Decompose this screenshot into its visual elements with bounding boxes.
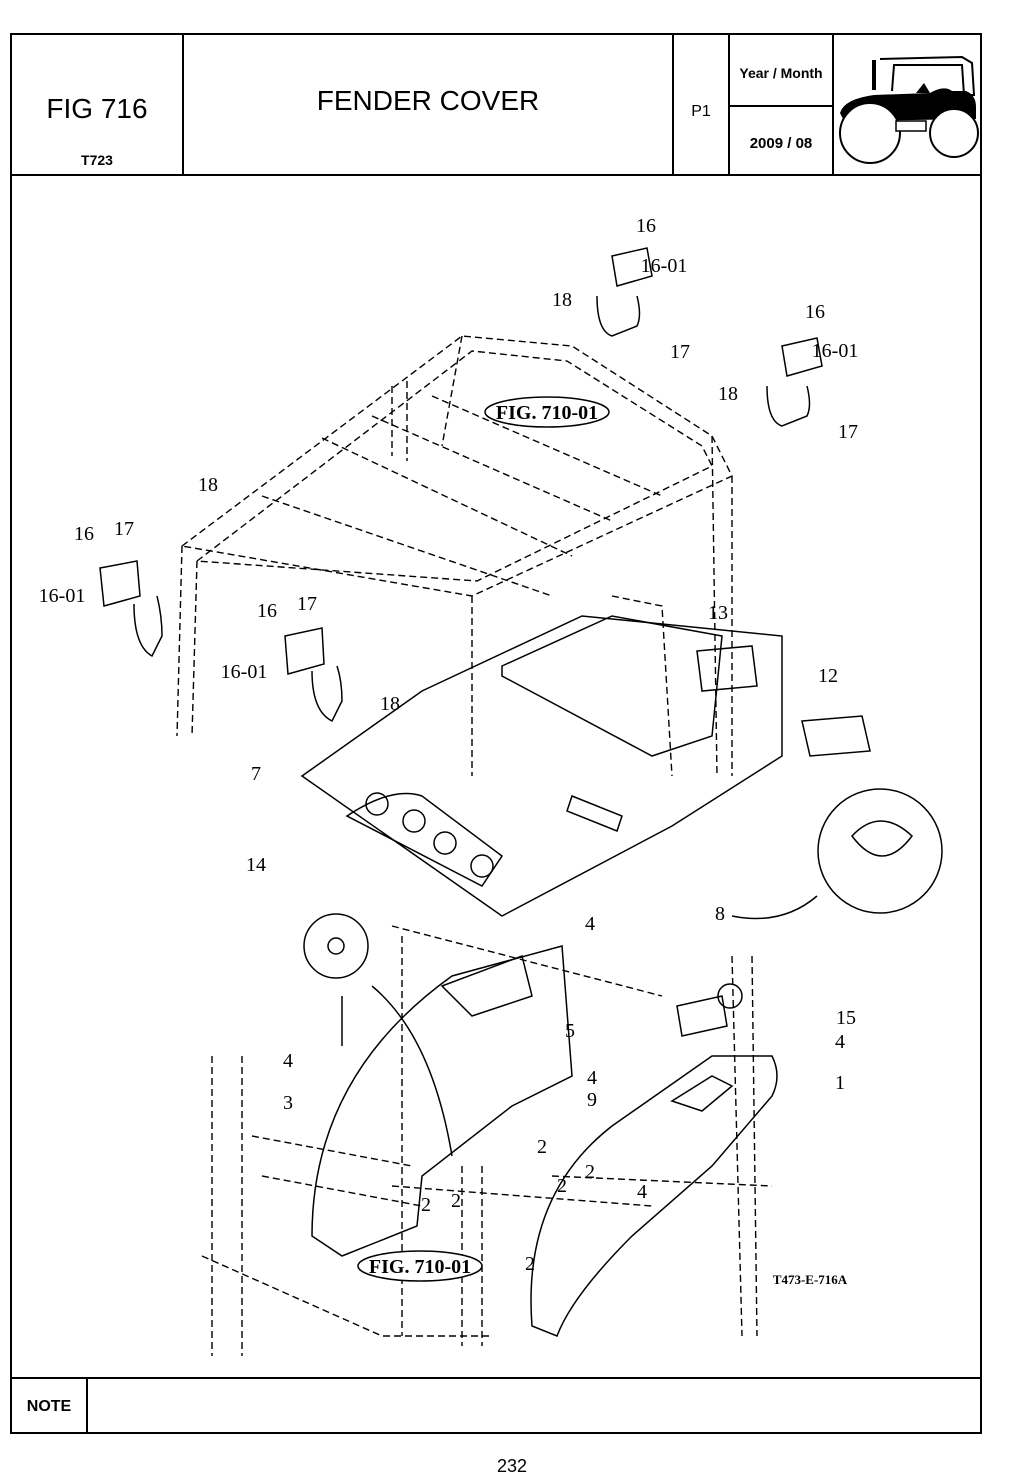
callout: 17 <box>838 421 858 443</box>
trim-13 <box>696 645 758 692</box>
callout: 8 <box>715 903 725 925</box>
callout: 16-01 <box>812 340 859 362</box>
year-month-cell: Year / Month 2009 / 08 <box>730 35 834 174</box>
callout: 3 <box>283 1092 293 1114</box>
year-month-label: Year / Month <box>739 65 823 81</box>
callout: 18 <box>718 383 738 405</box>
page-number: 232 <box>496 1456 528 1476</box>
callout: 16 <box>636 215 656 237</box>
ref-label-bottom: FIG. 710-01 <box>369 1256 471 1278</box>
zoom-detail-left <box>303 913 369 979</box>
callout: 18 <box>380 693 400 715</box>
page-code-cell: P1 <box>674 35 730 174</box>
holder-15 <box>676 995 728 1037</box>
year-month-divider <box>730 105 832 107</box>
callout: 1 <box>835 1072 845 1094</box>
zoom-arrows-left <box>341 985 453 1157</box>
note-text <box>92 1379 972 1434</box>
zoom-detail-clip <box>327 937 345 955</box>
fender-frame-dashed <box>201 925 773 1356</box>
note-label: NOTE <box>12 1379 88 1434</box>
callout: 16 <box>805 301 825 323</box>
callout: 2 <box>421 1194 431 1216</box>
fig-cell: FIG 716 T723 <box>12 35 184 174</box>
ref-fig-bottom: FIG. 710-01 <box>357 1250 483 1282</box>
callout: 16-01 <box>221 661 268 683</box>
callout: 4 <box>283 1050 293 1072</box>
callout: 16 <box>74 523 94 545</box>
lamp-assembly-top-right <box>766 337 823 427</box>
fig-number: FIG 716 <box>46 93 148 124</box>
rear-fender-right <box>530 1055 778 1337</box>
exploded-parts-diagram: FIG. 710-01 FIG. 710-01 T473-E-716A 16 1… <box>39 215 943 1356</box>
callout: 14 <box>246 854 266 876</box>
callout: 5 <box>565 1020 575 1042</box>
callout: 2 <box>537 1136 547 1158</box>
trim-12 <box>801 715 871 757</box>
lamp-assembly-center-left <box>284 627 343 723</box>
note-divider <box>12 1377 980 1379</box>
callout: 7 <box>251 763 261 785</box>
callout-group: 16 16-01 18 17 16 16-01 18 17 18 16 17 1… <box>39 215 859 1275</box>
cab-frame-dashed <box>176 335 733 777</box>
header-divider <box>12 174 980 176</box>
lamp-assembly-left <box>99 560 163 658</box>
callout: 18 <box>198 474 218 496</box>
callout: 16 <box>257 600 277 622</box>
zoom-arrow-right <box>731 895 818 920</box>
lamp-assembly-top-center <box>596 247 653 337</box>
fender-grip-left <box>440 955 533 1017</box>
fender-cover-panel <box>300 615 783 917</box>
callout: 17 <box>297 593 317 615</box>
callout: 2 <box>585 1161 595 1183</box>
callout: 4 <box>835 1031 845 1053</box>
callout: 2 <box>451 1190 461 1212</box>
callout: 15 <box>836 1007 856 1029</box>
callout: 4 <box>637 1181 647 1203</box>
page-title: FENDER COVER <box>316 85 540 116</box>
holder-cup <box>717 983 743 1009</box>
zoom-detail-knob <box>851 820 914 857</box>
callout: 4 <box>585 913 595 935</box>
ref-label-top: FIG. 710-01 <box>496 402 598 424</box>
ref-fig-top: FIG. 710-01 <box>484 396 610 428</box>
callout: 13 <box>708 602 728 624</box>
parts-page-frame: FIG 716 T723 FENDER COVER P1 Year / Mont… <box>10 33 982 1434</box>
callout: 2 <box>525 1253 535 1275</box>
callout: 16-01 <box>39 585 86 607</box>
rear-fender-left <box>311 945 573 1257</box>
zoom-detail-right <box>817 788 943 914</box>
page-code: P1 <box>691 103 711 120</box>
callout: 12 <box>818 665 838 687</box>
drawing-code: T473-E-716A <box>773 1272 848 1287</box>
callout: 2 <box>557 1175 567 1197</box>
year-month-value: 2009 / 08 <box>749 135 813 152</box>
callout: 17 <box>670 341 690 363</box>
fender-grip-right <box>670 1075 734 1112</box>
callout: 4 <box>587 1067 597 1089</box>
model-code: T723 <box>81 152 113 168</box>
callout: 9 <box>587 1089 597 1111</box>
callout: 16-01 <box>641 255 688 277</box>
callout: 18 <box>552 289 572 311</box>
callout: 17 <box>114 518 134 540</box>
tractor-icon <box>834 35 980 174</box>
title-cell: FENDER COVER <box>184 35 674 174</box>
